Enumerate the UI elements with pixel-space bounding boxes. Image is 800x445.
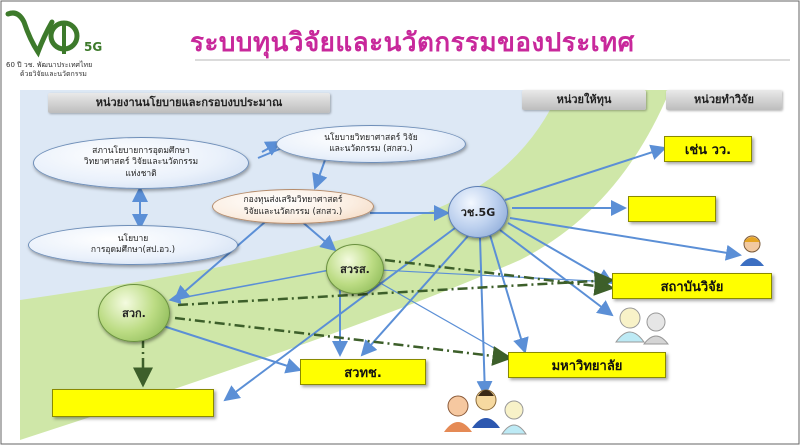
node-sakor[interactable]: สวก. xyxy=(98,284,170,342)
box-university[interactable]: มหาวิทยาลัย xyxy=(508,352,666,378)
header-policy: หน่วยงานนโยบายและกรอบงบประมาณ xyxy=(48,93,330,113)
logo-badge: 5G xyxy=(84,40,103,54)
researchers-pair-icon xyxy=(615,307,670,345)
box-blank-top[interactable] xyxy=(628,196,716,222)
researcher-person-icon xyxy=(740,235,764,266)
oval-council[interactable]: สภานโยบายการอุดมศึกษา วิทยาศาสตร์ วิจัยแ… xyxy=(33,137,249,189)
box-blank-bottom[interactable] xyxy=(52,389,214,417)
box-research-institute[interactable]: สถาบันวิจัย xyxy=(612,273,772,299)
page-title: ระบบทุนวิจัยและนวัตกรรมของประเทศ xyxy=(190,28,635,58)
oval-higher-ed-policy[interactable]: นโยบาย การอุดมศึกษา(สป.อว.) xyxy=(28,225,238,265)
header-research: หน่วยทำวิจัย xyxy=(666,90,782,110)
oval-science-policy[interactable]: นโยบายวิทยาศาสตร์ วิจัย และนวัตกรรม (สกส… xyxy=(276,125,466,163)
logo-tagline-1: 60 ปี วช. พัฒนาประเทศไทย xyxy=(6,61,93,69)
node-nrct[interactable]: วช.5G xyxy=(448,186,508,238)
research-team-icon xyxy=(444,389,527,435)
logo-tagline-2: ด้วยวิจัยและนวัตกรรม xyxy=(20,70,87,78)
node-hsri[interactable]: สวรส. xyxy=(326,244,384,294)
box-eg-tistr[interactable]: เช่น วว. xyxy=(664,136,752,162)
header-funding: หน่วยให้ทุน xyxy=(522,90,646,110)
logo-icon xyxy=(5,10,80,58)
oval-research-fund[interactable]: กองทุนส่งเสริมวิทยาศาสตร์ วิจัยและนวัตกร… xyxy=(212,189,374,224)
box-nstda[interactable]: สวทช. xyxy=(300,359,426,385)
